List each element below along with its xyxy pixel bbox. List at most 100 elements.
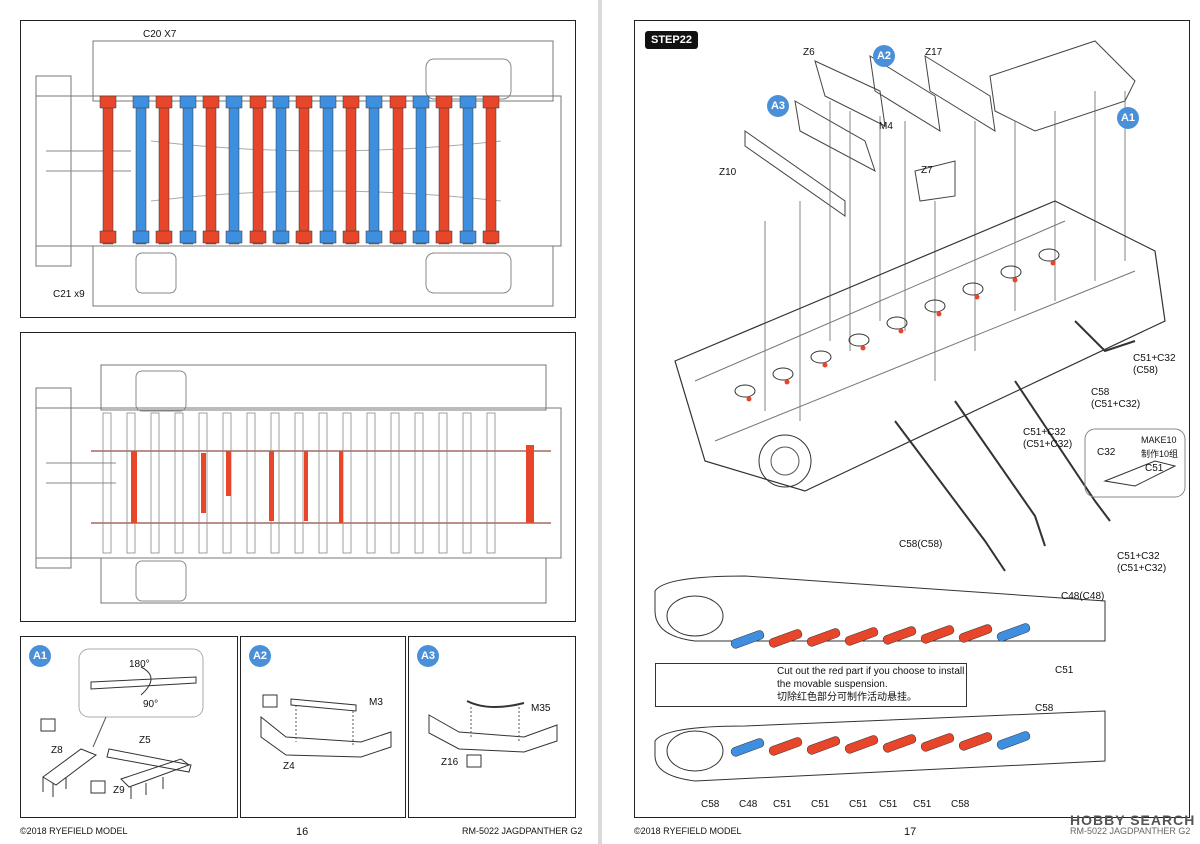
bottom-part-label: C51	[879, 799, 898, 810]
suspension-bar	[228, 98, 240, 245]
badge-a2: A2	[249, 645, 271, 667]
label-c58-paren: (C58)	[1133, 365, 1159, 376]
suspension-bar-outline	[318, 412, 328, 554]
suspension-bar	[205, 98, 217, 245]
detail-a1-diagram	[40, 648, 204, 799]
label-c51c32-b: C51+C32	[1023, 427, 1066, 438]
suspension-bar	[158, 98, 170, 245]
suspension-arm	[806, 736, 841, 755]
suspension-bar	[368, 98, 380, 245]
suspension-bar	[322, 98, 334, 245]
detail-a2-diagram	[260, 694, 392, 758]
bar-mount-bottom	[155, 230, 173, 244]
suspension-bar	[252, 98, 264, 245]
page-number-16: 16	[296, 826, 309, 838]
cut-mark	[339, 451, 343, 523]
suspension-arm	[730, 630, 765, 649]
label-c32: C32	[1097, 447, 1116, 458]
label-z5: Z5	[139, 735, 151, 746]
detail-a1-panel: A1 180° 90° Z5 Z8 Z9	[20, 636, 238, 818]
step-badge: STEP22	[645, 31, 698, 49]
suspension-bar	[462, 98, 474, 245]
bottom-part-label: C51	[849, 799, 868, 810]
suspension-bar	[438, 98, 450, 245]
suspension-arm	[768, 737, 803, 756]
label-m4: M4	[879, 121, 893, 132]
suspension-bar-outline	[294, 412, 304, 554]
page-number-17: 17	[904, 826, 917, 838]
bar-mount-top	[295, 95, 313, 109]
badge-a1-right: A1	[1117, 107, 1139, 129]
label-z9: Z9	[113, 785, 125, 796]
badge-a1: A1	[29, 645, 51, 667]
bar-mount-top	[365, 95, 383, 109]
suspension-bar	[275, 98, 287, 245]
footer-copyright-right: ©2018 RYEFIELD MODEL	[634, 826, 742, 836]
suspension-bar	[392, 98, 404, 245]
suspension-bar-outline	[150, 412, 160, 554]
torsion-roller	[1000, 265, 1022, 279]
bottom-part-label: C51	[773, 799, 792, 810]
bar-mount-bottom	[482, 230, 500, 244]
bottom-part-label: C58	[951, 799, 970, 810]
torsion-roller	[1038, 248, 1060, 262]
bar-mount-bottom	[202, 230, 220, 244]
bar-mount-bottom	[295, 230, 313, 244]
label-make10-cn: 制作10组	[1141, 449, 1179, 459]
mount-dot	[898, 328, 904, 334]
label-z8: Z8	[51, 745, 63, 756]
bar-mount-top	[459, 95, 477, 109]
bar-mount-top	[412, 95, 430, 109]
label-c51c32-paren: (C51+C32)	[1091, 399, 1141, 410]
detail-a3-diagram	[428, 700, 558, 768]
bar-mount-bottom	[179, 230, 197, 244]
detail-a3-panel: A3 M35 Z16	[408, 636, 576, 818]
middle-panel	[20, 332, 576, 622]
suspension-arm	[920, 625, 955, 644]
bottom-part-label: C51	[811, 799, 830, 810]
label-z17: Z17	[925, 47, 943, 58]
bar-mount-bottom	[412, 230, 430, 244]
mount-dot	[936, 311, 942, 317]
page-left: C20 X7 C21 x9 A1	[0, 0, 598, 844]
label-m35: M35	[531, 703, 551, 714]
bottom-part-label: C48	[739, 799, 758, 810]
suspension-arm	[844, 627, 879, 646]
bar-mount-top	[132, 95, 150, 109]
bar-mount-top	[99, 95, 117, 109]
suspension-arm	[806, 628, 841, 647]
bar-mount-top	[225, 95, 243, 109]
suspension-arm	[920, 733, 955, 752]
suspension-bar	[345, 98, 357, 245]
label-z7: Z7	[921, 165, 933, 176]
cut-mark	[201, 453, 206, 513]
label-z4: Z4	[283, 761, 295, 772]
torsion-roller	[886, 316, 908, 330]
label-c51c32-c-paren: (C51+C32)	[1117, 563, 1167, 574]
badge-a3-right: A3	[767, 95, 789, 117]
suspension-arm	[996, 731, 1031, 750]
detail-a2-panel: A2 M3 Z4	[240, 636, 406, 818]
torsion-roller	[924, 299, 946, 313]
cut-mark	[226, 451, 231, 496]
suspension-bar	[415, 98, 427, 245]
cut-mark	[269, 451, 274, 521]
bar-mount-top	[389, 95, 407, 109]
footer-copyright-left: ©2018 RYEFIELD MODEL	[20, 826, 128, 836]
label-c51c32-b-paren: (C51+C32)	[1023, 439, 1073, 450]
bar-mount-top	[155, 95, 173, 109]
bottom-part-label: C58	[701, 799, 720, 810]
suspension-bar-outline	[198, 412, 208, 554]
bar-mount-top	[435, 95, 453, 109]
suspension-arm	[958, 624, 993, 643]
footer-model-left: RM-5022 JAGDPANTHER G2	[462, 826, 583, 836]
bar-mount-bottom	[225, 230, 243, 244]
suspension-bar-outline	[174, 412, 184, 554]
label-make10: MAKE10	[1141, 435, 1177, 445]
label-c51-side: C51	[1055, 665, 1074, 676]
bar-mount-bottom	[99, 230, 117, 244]
step22-diagram: !	[654, 40, 1186, 782]
bar-mount-bottom	[389, 230, 407, 244]
bar-mount-bottom	[459, 230, 477, 244]
bar-mount-top	[319, 95, 337, 109]
